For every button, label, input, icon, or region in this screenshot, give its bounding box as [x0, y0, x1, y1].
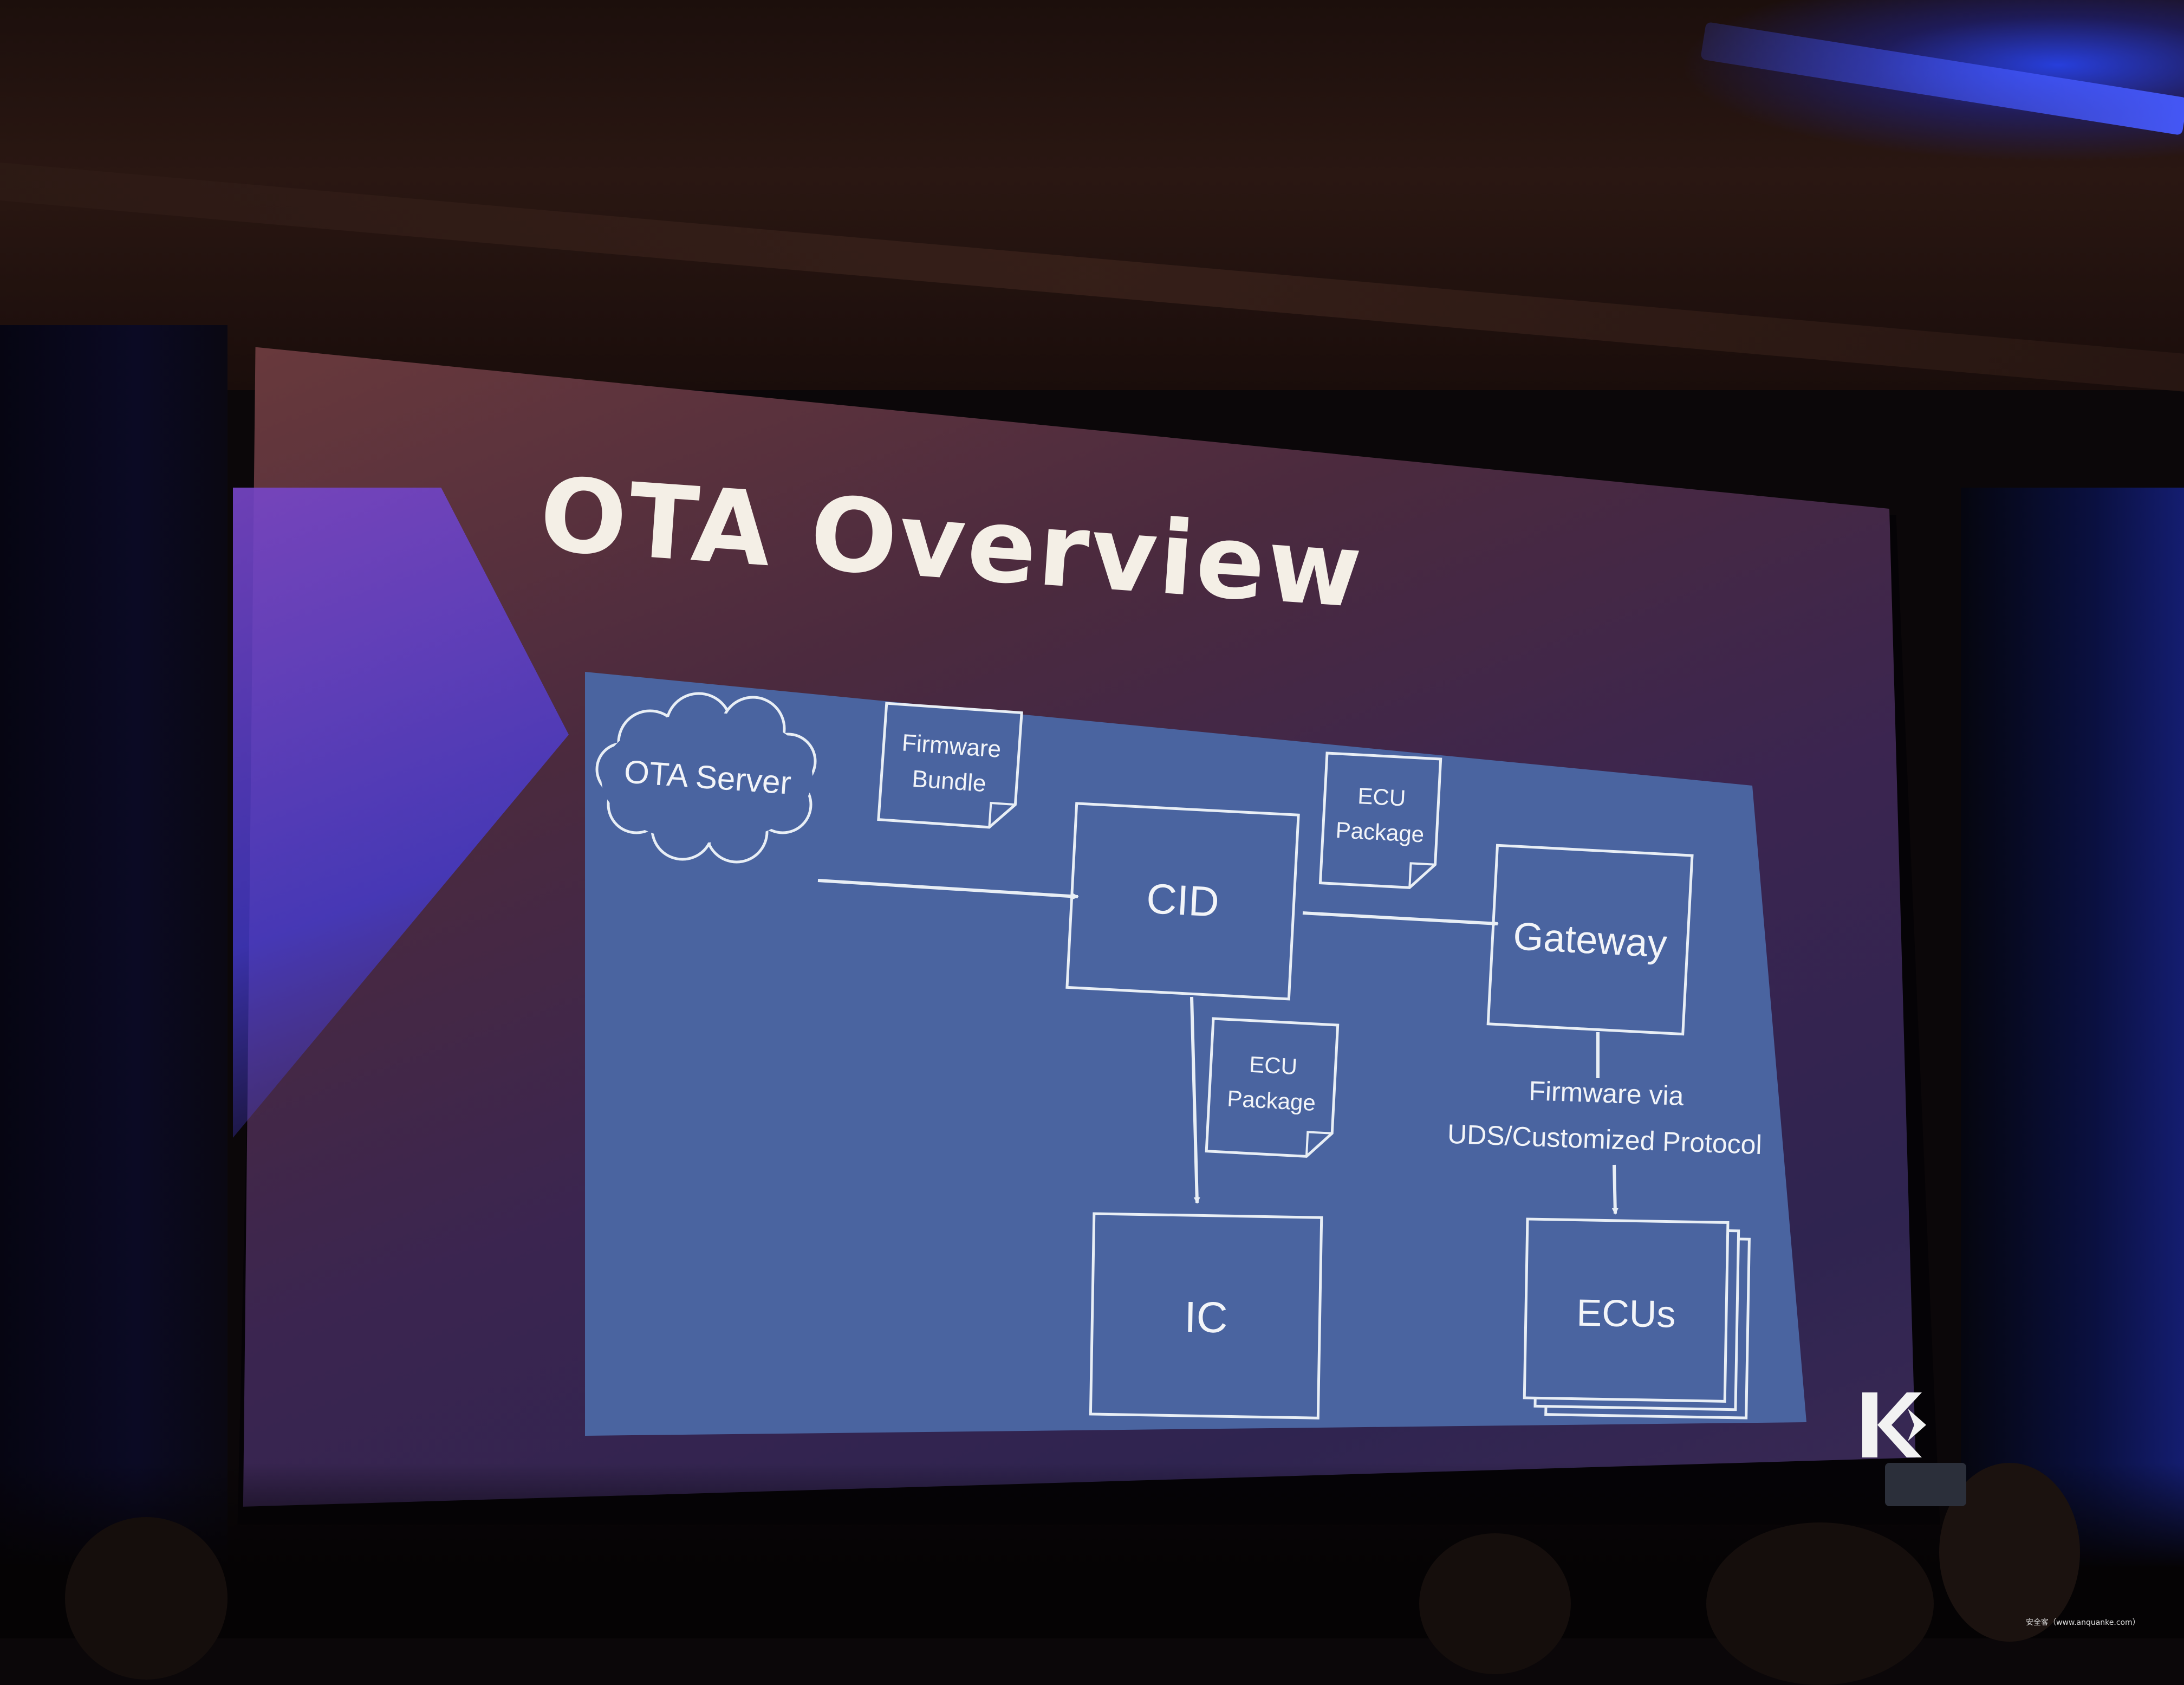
- curtain-right: [1961, 488, 2184, 1638]
- firmware-bundle-line-2: Bundle: [911, 766, 987, 797]
- ecus-box-stack: ECUs: [1523, 1217, 1751, 1420]
- firmware-bundle-document: Firmware Bundle: [877, 702, 1023, 829]
- conference-logo: [1858, 1387, 1934, 1463]
- ecu-package-gateway-line-1: ECU: [1357, 783, 1406, 811]
- audience-head: [1419, 1533, 1571, 1674]
- logo-svg: [1862, 1392, 1926, 1457]
- audience-head: [65, 1517, 227, 1680]
- watermark: 安全客（www.anquanke.com）: [2026, 1618, 2140, 1627]
- curtain-left: [0, 325, 227, 1638]
- ecu-package-ic-line-2: Package: [1226, 1086, 1316, 1116]
- audience-head: [1706, 1522, 1934, 1685]
- ota-diagram: OTA Server Firmware Bundle CID ECU Packa…: [574, 666, 1809, 1447]
- ota-server-cloud-fill: [601, 712, 812, 842]
- ecu-package-ic-document: ECU Package: [1205, 1017, 1340, 1158]
- ecu-package-gateway-line-2: Package: [1335, 817, 1425, 847]
- edge-label-line-1: Firmware via: [1528, 1075, 1684, 1111]
- arrow-ota-server-to-cid: [817, 879, 1079, 900]
- arrow-gateway-to-ecus-lower: [1611, 1164, 1618, 1215]
- cid-box: CID: [1065, 802, 1300, 1001]
- arrow-cid-to-ic: [1190, 996, 1200, 1204]
- ic-label: IC: [1184, 1293, 1228, 1341]
- cid-label: CID: [1145, 874, 1220, 926]
- ecus-label: ECUs: [1576, 1292, 1676, 1336]
- ecu-package-gateway-document: ECU Package: [1318, 751, 1442, 889]
- ic-box: IC: [1089, 1212, 1323, 1420]
- audience-phone: [1885, 1463, 1966, 1506]
- ecu-package-ic-line-1: ECU: [1249, 1052, 1298, 1080]
- gateway-box: Gateway: [1486, 844, 1694, 1036]
- gateway-label: Gateway: [1512, 915, 1668, 966]
- ota-diagram-svg: OTA Server Firmware Bundle CID ECU Packa…: [585, 672, 1806, 1436]
- arrow-cid-to-gateway: [1302, 911, 1499, 927]
